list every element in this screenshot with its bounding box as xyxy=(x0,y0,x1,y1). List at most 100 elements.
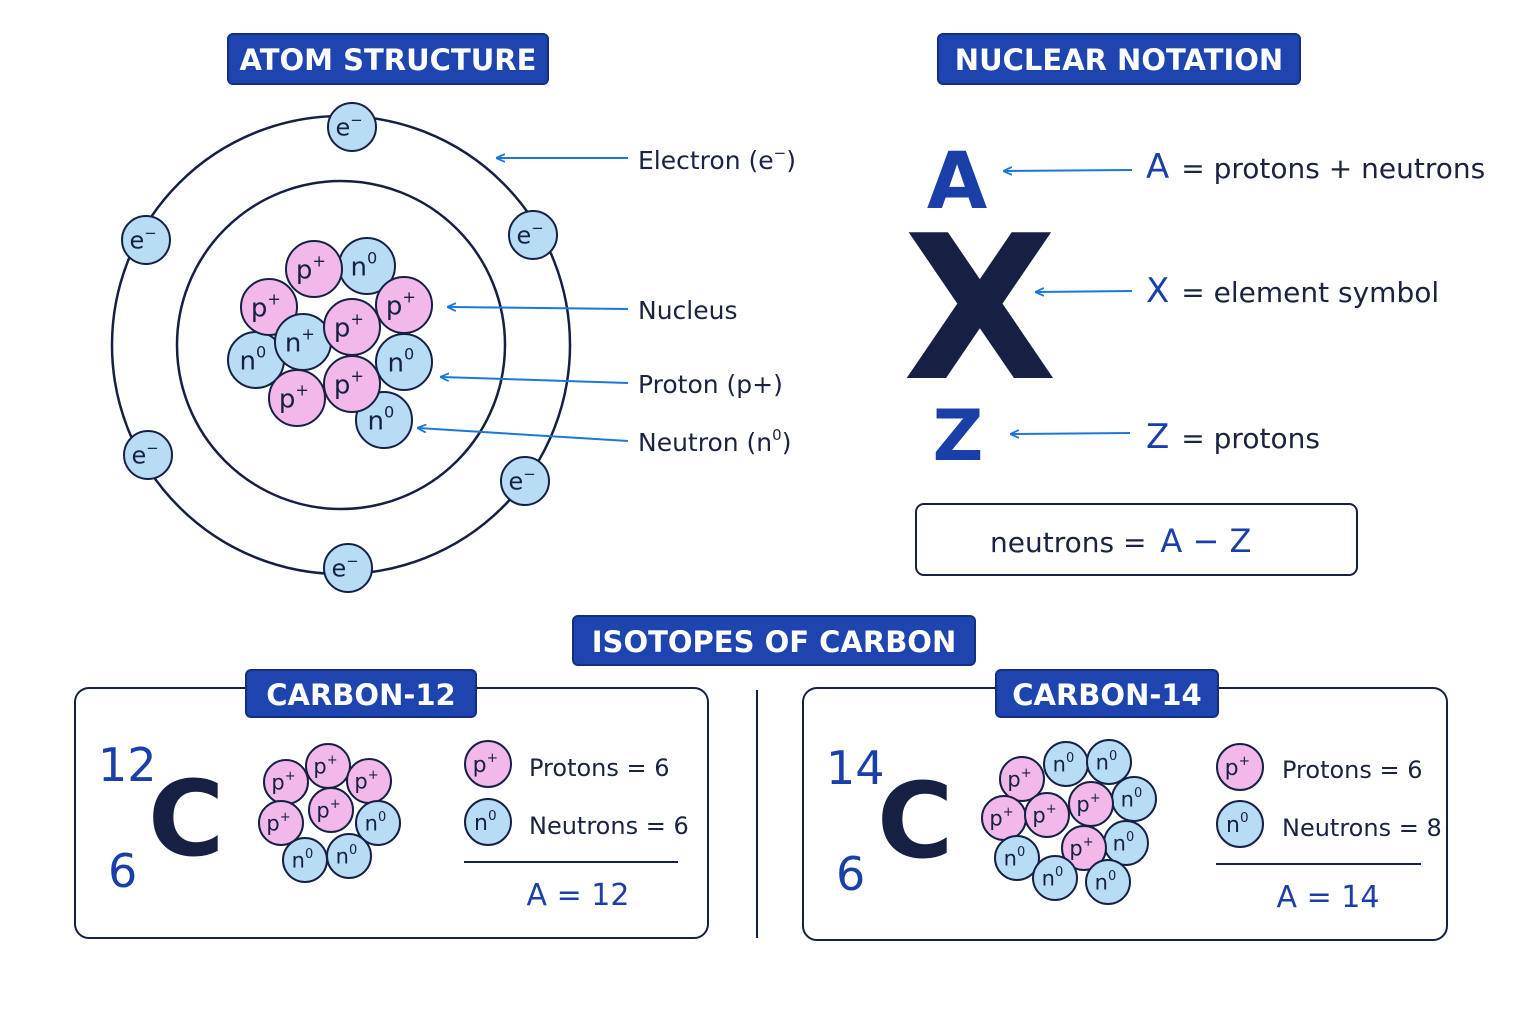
nuclear-notation-section: NUCLEAR NOTATION A X Z A= protons + neut… xyxy=(903,33,1485,576)
svg-text:p+: p+ xyxy=(296,252,326,286)
atom-structure-title: ATOM STRUCTURE xyxy=(240,43,537,77)
c14-proton-2: p+ xyxy=(981,795,1027,841)
c12-neutron-3: n0 xyxy=(326,833,372,879)
carbon-14-header xyxy=(995,669,1219,718)
svg-text:e−: e− xyxy=(130,224,157,255)
nucleus-arrow xyxy=(448,307,629,309)
inner-electron-shell xyxy=(175,179,507,511)
atom-nucleus: n0p+n0p+n0p+n0n+p+p+p+ xyxy=(227,237,433,449)
carbon-14-protons: Protons = 6 xyxy=(1282,756,1423,784)
atomic-number-arrow xyxy=(1011,433,1131,434)
c12-proton-2: p+ xyxy=(346,758,392,804)
c14-neutron-7: n0 xyxy=(1085,859,1131,905)
svg-text:p+: p+ xyxy=(386,288,416,322)
svg-text:p+: p+ xyxy=(279,381,309,415)
svg-text:p+: p+ xyxy=(334,367,364,401)
c14-proton-4: p+ xyxy=(1068,781,1114,827)
isotopes-section: ISOTOPES OF CARBON CARBON-12 12 6 C p+p+… xyxy=(74,615,1448,941)
proton-6: p+ xyxy=(323,355,381,413)
c14-neutron-3: n0 xyxy=(1111,776,1157,822)
svg-text:p+: p+ xyxy=(1032,802,1056,827)
c12-neutron-2: n0 xyxy=(282,837,328,883)
element-symbol: X xyxy=(903,193,1057,426)
c14-neutron-1: n0 xyxy=(1043,741,1089,787)
svg-text:n0: n0 xyxy=(1121,786,1143,811)
svg-text:n0: n0 xyxy=(1095,869,1117,894)
atomic-number-symbol: Z xyxy=(933,395,984,477)
svg-text:n0: n0 xyxy=(1053,751,1075,776)
carbon-14-legend: p+ n0 xyxy=(1216,743,1264,848)
neutron-5: n+ xyxy=(274,313,332,371)
svg-text:p+: p+ xyxy=(1007,766,1031,791)
svg-text:e−: e− xyxy=(517,219,544,250)
c12-neutron-1: n0 xyxy=(355,800,401,846)
proton-arrow xyxy=(441,377,629,384)
element-symbol-definition: X= element symbol xyxy=(1146,271,1439,311)
carbon-12-legend: p+ n0 xyxy=(464,740,512,846)
c14-proton-3: p+ xyxy=(1024,792,1070,838)
svg-text:p+: p+ xyxy=(989,805,1013,830)
carbon-12-header xyxy=(245,669,477,718)
svg-text:n0: n0 xyxy=(351,249,378,283)
svg-text:n0: n0 xyxy=(292,847,314,872)
svg-text:p+: p+ xyxy=(251,290,281,324)
svg-text:p+: p+ xyxy=(271,769,295,794)
carbon-12-mass-number: 12 xyxy=(98,738,157,792)
svg-text:n0: n0 xyxy=(1096,749,1118,774)
atom-structure-header: ATOM STRUCTURE xyxy=(227,33,549,85)
svg-text:p+: p+ xyxy=(1076,791,1100,816)
c12-proton-3: p+ xyxy=(263,759,309,805)
c12-proton-1: p+ xyxy=(305,743,351,789)
svg-text:n+: n+ xyxy=(285,325,315,359)
svg-text:n0: n0 xyxy=(336,843,358,868)
c12-legend-proton: p+ xyxy=(464,740,512,788)
proton-1: p+ xyxy=(285,240,343,298)
svg-text:n0: n0 xyxy=(1042,865,1064,890)
mass-number-definition: A= protons + neutrons xyxy=(1146,147,1485,187)
svg-text:p+: p+ xyxy=(266,810,290,835)
carbon-12-symbol: C xyxy=(148,758,224,880)
isotopes-title: ISOTOPES OF CARBON xyxy=(592,625,956,659)
svg-text:e−: e− xyxy=(132,439,159,470)
neutron-label: Neutron (n0) xyxy=(638,426,791,457)
atomic-number-definition: Z= protons xyxy=(1146,417,1320,457)
c14-legend-proton: p+ xyxy=(1216,743,1264,791)
electron-3: e− xyxy=(508,210,558,260)
svg-text:e−: e− xyxy=(509,465,536,496)
carbon-12-atomic-number: 6 xyxy=(108,844,137,898)
nuclear-notation-header: NUCLEAR NOTATION xyxy=(937,33,1301,85)
nuclear-notation-title: NUCLEAR NOTATION xyxy=(955,43,1283,77)
electron-4: e− xyxy=(123,430,173,480)
proton-4: p+ xyxy=(323,298,381,356)
svg-text:p+: p+ xyxy=(334,310,364,344)
svg-text:p+: p+ xyxy=(1069,835,1093,860)
c14-neutron-2: n0 xyxy=(1086,739,1132,785)
proton-3: p+ xyxy=(375,276,433,334)
electron-label: Electron (e−) xyxy=(638,144,796,175)
c12-proton-4: p+ xyxy=(258,800,304,846)
svg-text:e−: e− xyxy=(332,552,359,583)
svg-text:n0: n0 xyxy=(1226,810,1249,838)
svg-text:n0: n0 xyxy=(368,403,395,437)
c14-legend-neutron: n0 xyxy=(1216,800,1264,848)
proton-5: p+ xyxy=(268,369,326,427)
isotopes-header: ISOTOPES OF CARBON xyxy=(572,615,976,666)
svg-text:n0: n0 xyxy=(1113,830,1135,855)
carbon-12-title: CARBON-12 xyxy=(266,678,455,712)
svg-text:n0: n0 xyxy=(474,808,497,836)
svg-text:p+: p+ xyxy=(313,753,337,778)
neutron-1: n0 xyxy=(338,237,396,295)
carbon-14-title: CARBON-14 xyxy=(1012,678,1201,712)
neutron-3: n0 xyxy=(375,333,433,391)
svg-text:n0: n0 xyxy=(1004,845,1026,870)
carbon-14-mass-number: 14 xyxy=(826,741,885,795)
neutron-arrow xyxy=(418,428,629,442)
c14-proton-1: p+ xyxy=(999,756,1045,802)
carbon-14-atomic-number: 6 xyxy=(836,847,865,901)
carbon-14-symbol: C xyxy=(877,760,953,882)
svg-text:n0: n0 xyxy=(388,345,415,379)
nucleus-label: Nucleus xyxy=(638,296,738,325)
